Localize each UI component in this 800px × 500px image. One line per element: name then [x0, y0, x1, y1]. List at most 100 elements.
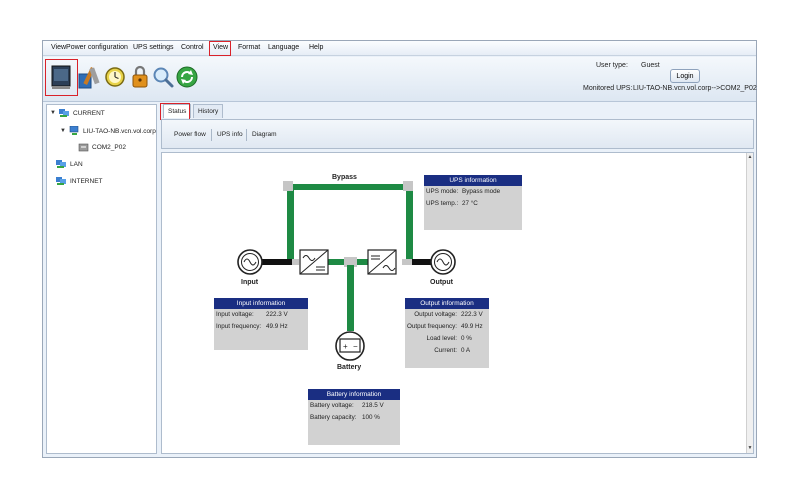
menu-view[interactable]: View: [213, 44, 229, 51]
battery-joint: [344, 257, 357, 267]
tree-label-internet: INTERNET: [70, 177, 103, 185]
output-info-panel: Output information Output voltage: 222.3…: [405, 298, 489, 368]
subnav-ups-info[interactable]: UPS info: [217, 131, 243, 138]
monitored-ups-label: Monitored UPS:: [583, 85, 633, 92]
output-voltage-value: 222.3 V: [461, 311, 483, 318]
input-voltage-row: Input voltage: 222.3 V: [214, 309, 308, 321]
scroll-up-icon[interactable]: ▲: [747, 154, 753, 160]
output-ac-icon: [430, 249, 456, 275]
scroll-down-icon[interactable]: ▼: [747, 445, 753, 451]
search-button[interactable]: [151, 64, 175, 90]
schedule-button[interactable]: [103, 64, 127, 90]
menu-viewpower-configuration[interactable]: ViewPower configuration: [51, 44, 128, 51]
refresh-icon: [176, 66, 198, 88]
input-voltage-value: 222.3 V: [266, 311, 288, 318]
output-voltage-row: Output voltage: 222.3 V: [405, 309, 489, 321]
battery-capacity-value: 100 %: [362, 414, 380, 421]
toolbar: User type: Guest Login Monitored UPS: LI…: [43, 57, 757, 102]
ups-mode-value: Bypass mode: [462, 188, 501, 195]
user-type-label: User type:: [596, 62, 628, 69]
ups-mode-label: UPS mode:: [426, 188, 459, 195]
expand-toggle-icon[interactable]: ▼: [50, 110, 56, 116]
subnav-separator: [246, 129, 247, 141]
bypass-joint-left: [283, 181, 293, 191]
output-line: [412, 259, 444, 265]
clock-icon: [105, 67, 125, 87]
network-computers-icon: [59, 109, 69, 117]
tree-node-host[interactable]: ▼ LIU-TAO-NB.vcn.vol.corp: [60, 126, 156, 136]
input-info-title: Input information: [214, 298, 308, 309]
output-joint: [402, 259, 412, 265]
load-level-value: 0 %: [461, 335, 472, 342]
output-frequency-label: Output frequency:: [406, 323, 457, 330]
tree-label-lan: LAN: [70, 160, 83, 168]
ups-mode-row: UPS mode: Bypass mode: [424, 186, 522, 198]
subnav-diagram[interactable]: Diagram: [252, 131, 277, 138]
output-voltage-label: Output voltage:: [414, 311, 457, 318]
login-button[interactable]: Login: [670, 69, 700, 83]
tree-label-current: CURRENT: [73, 109, 105, 117]
padlock-icon: [132, 65, 148, 88]
battery-voltage-row: Battery voltage: 218.5 V: [308, 400, 400, 412]
refresh-button[interactable]: [175, 64, 199, 90]
svg-text:+: +: [343, 342, 348, 351]
power-flow-canvas: + − Bypass Input Output Battery UPS info…: [161, 152, 754, 454]
menu-control[interactable]: Control: [181, 44, 204, 51]
bypass-line-left: [287, 184, 294, 264]
current-row: Current: 0 A: [405, 345, 489, 357]
vertical-scrollbar[interactable]: ▲ ▼: [746, 153, 753, 453]
tab-history[interactable]: History: [193, 104, 224, 118]
user-type-value: Guest: [641, 62, 660, 69]
subnav-separator: [211, 129, 212, 141]
ups-device-icon: [78, 143, 89, 152]
expand-toggle-icon[interactable]: ▼: [60, 128, 66, 134]
input-voltage-label: Input voltage:: [216, 311, 254, 318]
input-frequency-row: Input frequency: 49.9 Hz: [214, 321, 308, 333]
ups-temp-value: 27 °C: [462, 200, 478, 207]
input-frequency-label: Input frequency:: [216, 323, 262, 330]
rectifier-icon: [299, 249, 329, 275]
ups-info-panel: UPS information UPS mode: Bypass mode UP…: [424, 175, 522, 230]
input-line: [257, 259, 292, 265]
battery-capacity-label: Battery capacity:: [310, 414, 357, 421]
computer-icon: [69, 126, 79, 135]
bypass-joint-right: [403, 181, 413, 191]
tree-node-current[interactable]: ▼ CURRENT: [50, 108, 105, 118]
tab-status[interactable]: Status: [163, 104, 192, 118]
battery-info-panel: Battery information Battery voltage: 218…: [308, 389, 400, 445]
settings-button[interactable]: [77, 64, 101, 90]
input-label: Input: [241, 279, 259, 286]
menu-format[interactable]: Format: [238, 44, 261, 51]
input-info-panel: Input information Input voltage: 222.3 V…: [214, 298, 308, 350]
input-frequency-value: 49.9 Hz: [266, 323, 288, 330]
monitor-button[interactable]: [49, 64, 73, 90]
inverter-icon: [367, 249, 397, 275]
power-flow-diagram: + −: [237, 181, 456, 361]
status-tab-highlight: [160, 103, 190, 120]
tree-node-port[interactable]: COM2_P02: [78, 142, 126, 152]
menu-language[interactable]: Language: [268, 44, 300, 51]
network-computers-icon: [56, 177, 66, 185]
output-frequency-value: 49.9 Hz: [461, 323, 483, 330]
menu-help[interactable]: Help: [309, 44, 324, 51]
subnav-power-flow[interactable]: Power flow: [174, 131, 206, 138]
input-ac-icon: [237, 249, 263, 275]
current-label: Current:: [434, 347, 457, 354]
network-computers-icon: [56, 160, 66, 168]
tree-node-internet[interactable]: INTERNET: [56, 176, 103, 186]
ups-temp-row: UPS temp.: 27 °C: [424, 198, 522, 210]
tree-node-lan[interactable]: LAN: [56, 159, 83, 169]
menu-ups-settings[interactable]: UPS settings: [133, 44, 174, 51]
tools-icon: [78, 66, 100, 89]
battery-line: [347, 265, 354, 331]
battery-info-title: Battery information: [308, 389, 400, 400]
battery-label: Battery: [337, 364, 362, 371]
menu-bar: ViewPower configuration UPS settings Con…: [43, 41, 756, 56]
monitored-ups-value: LIU-TAO-NB.vcn.vol.corp-->COM2_P02: [633, 85, 757, 92]
output-info-title: Output information: [405, 298, 489, 309]
security-button[interactable]: [128, 64, 152, 90]
magnifier-icon: [153, 67, 174, 88]
inverter-link-line: [328, 259, 394, 265]
input-joint: [292, 259, 299, 265]
current-value: 0 A: [461, 347, 471, 354]
